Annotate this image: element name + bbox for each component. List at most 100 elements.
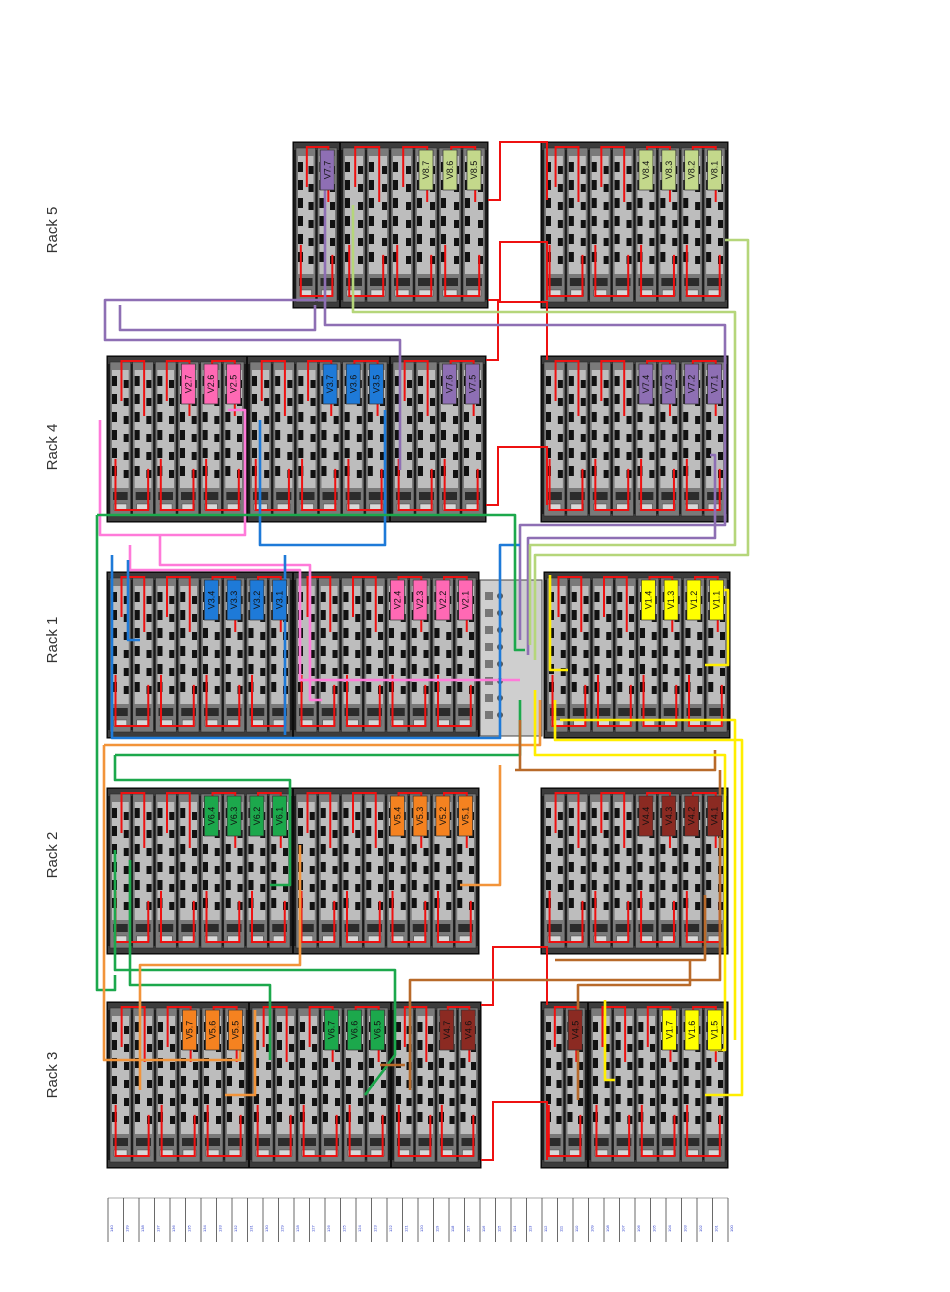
port-block bbox=[124, 1062, 129, 1070]
port-block bbox=[449, 1098, 455, 1106]
port-block bbox=[134, 448, 140, 458]
drive-bay bbox=[299, 924, 314, 932]
port-block bbox=[298, 162, 303, 172]
port-block bbox=[640, 682, 645, 692]
port-block bbox=[638, 1094, 644, 1104]
red-cable bbox=[114, 674, 150, 727]
port-block bbox=[695, 470, 701, 478]
port-block bbox=[287, 380, 293, 388]
port-block bbox=[395, 430, 400, 440]
port-block bbox=[396, 1076, 401, 1086]
port-block bbox=[591, 430, 597, 440]
port-block bbox=[662, 664, 668, 674]
port-block bbox=[134, 844, 140, 854]
chassis-bottom-rail bbox=[542, 300, 727, 307]
vtag-label: V7.2 bbox=[687, 375, 697, 394]
port-block bbox=[614, 880, 620, 890]
port-block bbox=[254, 1040, 259, 1050]
vtag-label: V4.1 bbox=[710, 807, 720, 826]
port-block bbox=[170, 1098, 175, 1106]
red-cable bbox=[444, 244, 481, 297]
drive-bay bbox=[182, 1138, 197, 1146]
port-block bbox=[604, 1044, 610, 1052]
port-block bbox=[469, 884, 474, 892]
port-block bbox=[449, 1062, 455, 1070]
port-block bbox=[629, 614, 634, 622]
port-block bbox=[309, 848, 315, 856]
red-cable bbox=[352, 576, 377, 632]
port-block bbox=[556, 1044, 562, 1052]
red-cable bbox=[301, 458, 337, 511]
chassis bbox=[106, 571, 294, 739]
port-block bbox=[417, 1022, 423, 1032]
port-block bbox=[457, 628, 463, 638]
port-block bbox=[321, 430, 327, 440]
rack-label-5: Rack 5 bbox=[44, 207, 61, 254]
port-block bbox=[578, 1062, 583, 1070]
port-block bbox=[389, 682, 394, 692]
port-block bbox=[239, 1080, 244, 1088]
port-block bbox=[366, 592, 372, 602]
port-block bbox=[594, 592, 600, 602]
port-block bbox=[603, 884, 609, 892]
port-block bbox=[441, 252, 446, 262]
port-block bbox=[695, 848, 701, 856]
port-block bbox=[660, 898, 666, 908]
port-block bbox=[568, 234, 574, 244]
port-block bbox=[225, 862, 231, 872]
port-block bbox=[275, 412, 281, 422]
ruler-label: 113 bbox=[528, 1225, 533, 1232]
port-block bbox=[170, 1116, 175, 1124]
port-block bbox=[112, 682, 117, 692]
port-block bbox=[594, 682, 600, 692]
port-block bbox=[423, 848, 429, 856]
port-block bbox=[309, 884, 315, 892]
port-block bbox=[146, 416, 152, 424]
port-block bbox=[685, 628, 691, 638]
port-block bbox=[617, 682, 623, 692]
red-cable bbox=[166, 792, 191, 848]
red-cable bbox=[685, 458, 721, 511]
port-block bbox=[430, 380, 435, 388]
port-block bbox=[169, 848, 175, 856]
vtag-label: V7.7 bbox=[322, 161, 332, 180]
port-block bbox=[464, 412, 469, 422]
port-block bbox=[298, 430, 304, 440]
port-block bbox=[672, 452, 678, 460]
port-block bbox=[614, 216, 620, 226]
port-block bbox=[662, 628, 668, 638]
port-block bbox=[237, 884, 243, 892]
port-block bbox=[169, 416, 174, 424]
vtag-label: V6.1 bbox=[275, 807, 285, 826]
vtag-label: V6.4 bbox=[206, 807, 216, 826]
vtag-box bbox=[442, 149, 458, 191]
port-block bbox=[225, 682, 231, 692]
port-block bbox=[434, 682, 440, 692]
vtag-label: V7.5 bbox=[468, 375, 478, 394]
port-block bbox=[319, 198, 325, 208]
port-block bbox=[591, 844, 597, 854]
chassis bbox=[587, 1001, 729, 1169]
port-block bbox=[123, 380, 129, 388]
drive-bay bbox=[547, 278, 562, 286]
port-block bbox=[650, 1044, 655, 1052]
port-block bbox=[546, 466, 551, 476]
vtag-box bbox=[249, 795, 265, 837]
vtag-label: V5.4 bbox=[392, 807, 402, 826]
port-block bbox=[310, 470, 316, 478]
drive-bay bbox=[394, 278, 410, 286]
port-block bbox=[614, 252, 620, 262]
vtag-label: V4.5 bbox=[570, 1021, 580, 1040]
port-block bbox=[298, 376, 304, 386]
port-block bbox=[157, 664, 163, 674]
drive-bay bbox=[684, 278, 700, 286]
port-block bbox=[225, 880, 231, 890]
vtag-box bbox=[661, 363, 677, 405]
port-block bbox=[216, 1062, 221, 1070]
vtag-box bbox=[226, 795, 242, 837]
port-block bbox=[395, 412, 400, 422]
port-block bbox=[180, 664, 186, 674]
red-cable bbox=[443, 458, 479, 511]
drive-bay bbox=[419, 492, 434, 500]
port-block bbox=[369, 1058, 374, 1068]
